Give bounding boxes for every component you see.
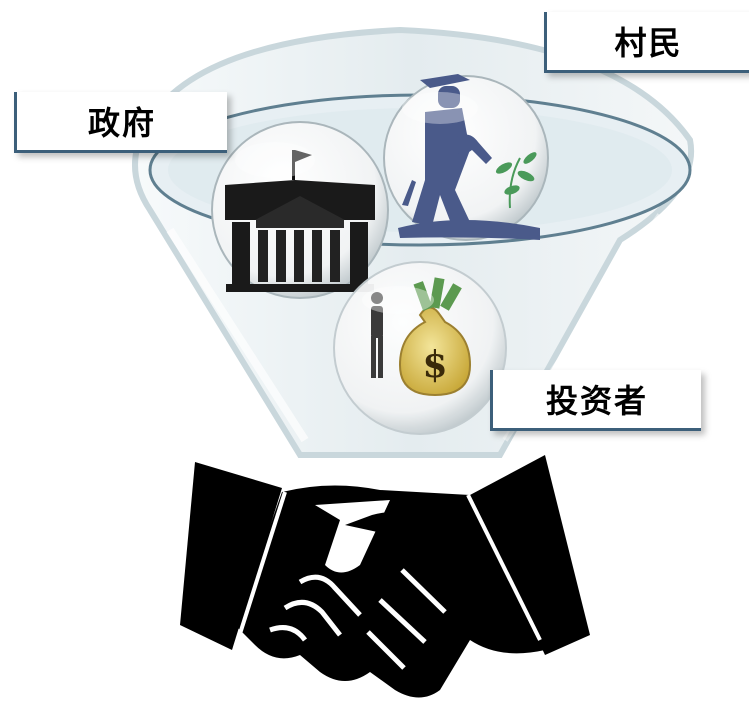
government-label: 政府 (14, 92, 227, 153)
farmer-watering-icon (398, 74, 540, 240)
investors-bubble: $ (333, 261, 507, 435)
government-building-icon (225, 150, 375, 292)
sprout-icon (495, 152, 537, 209)
investor-figure-icon (371, 292, 383, 378)
investors-label-text: 投资者 (545, 382, 648, 420)
villagers-label-text: 村民 (614, 24, 683, 62)
money-bag-icon: $ (398, 277, 472, 397)
handshake-icon (180, 455, 590, 698)
government-bubble (211, 121, 389, 299)
investors-label: 投资者 (490, 370, 701, 431)
government-label-text: 政府 (87, 104, 156, 142)
villagers-bubble (383, 74, 549, 241)
villagers-label: 村民 (544, 12, 749, 73)
svg-text:$: $ (422, 344, 447, 386)
